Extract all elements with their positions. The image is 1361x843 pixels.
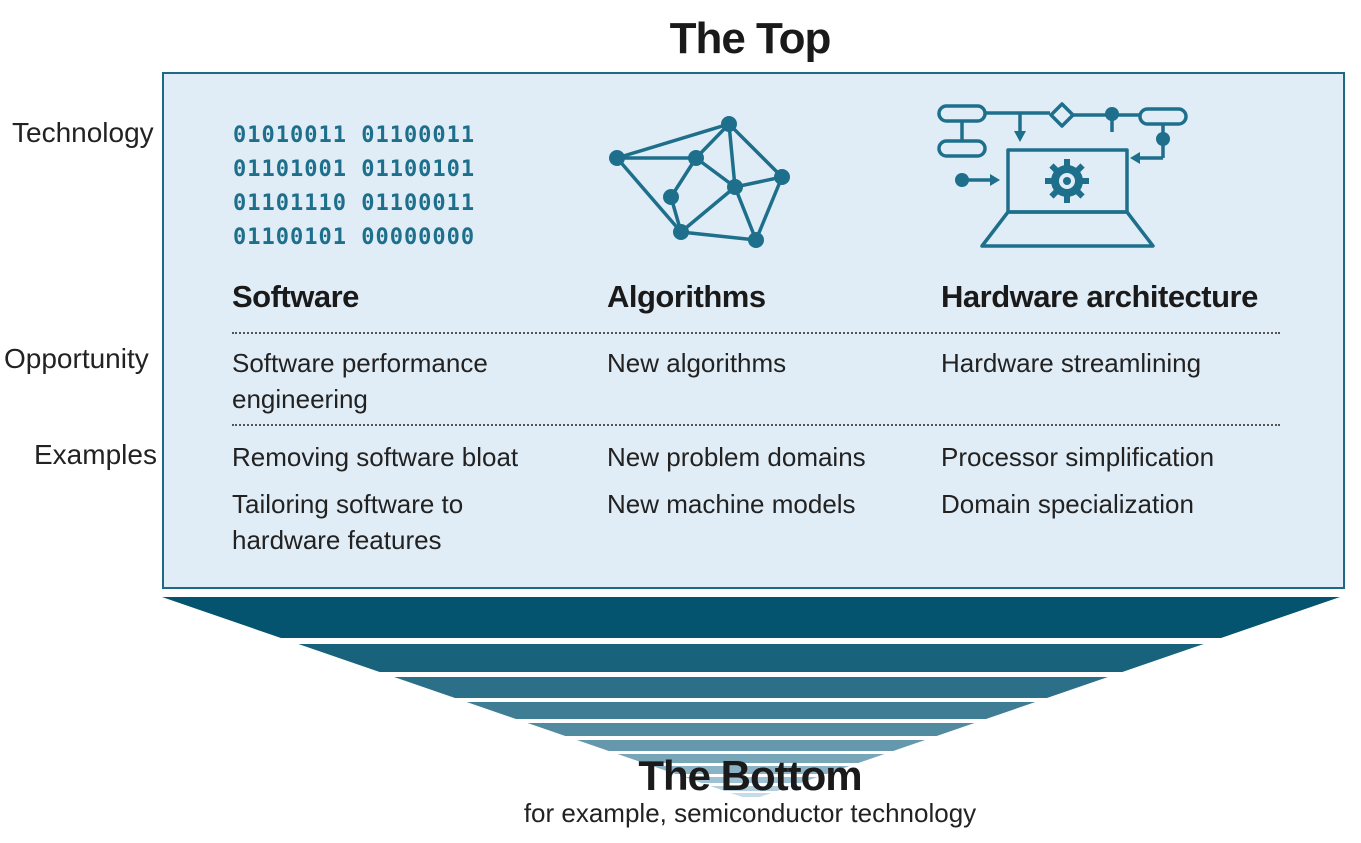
opportunity-algorithms: New algorithms (607, 345, 786, 381)
opportunity-hardware: Hardware streamlining (941, 345, 1201, 381)
binary-code-block: 01010011 01100011 01101001 01100101 0110… (233, 119, 475, 255)
row-label-technology: Technology (12, 117, 154, 148)
cell-line: hardware features (232, 525, 442, 555)
examples-software: Removing software bloat Tailoring softwa… (232, 439, 518, 558)
binary-line: 01101001 01100101 (233, 157, 476, 182)
binary-line: 01100101 00000000 (233, 225, 476, 250)
funnel-layer (527, 723, 975, 736)
dotted-separator (232, 332, 1280, 334)
funnel-layer (162, 597, 1340, 638)
cell-line: Software performance (232, 348, 488, 378)
cell-line: New machine models (607, 489, 856, 519)
funnel-layer (466, 702, 1036, 719)
funnel-layer (684, 777, 818, 783)
bottom-subtitle: for example, semiconductor technology (523, 798, 977, 828)
binary-line: 01010011 01100011 (233, 123, 476, 148)
cell-line: Hardware streamlining (941, 348, 1202, 378)
opportunity-software: Software performance engineering (232, 345, 488, 417)
funnel-layer (730, 793, 772, 797)
top-title: The Top (669, 14, 832, 63)
bottom-title: The Bottom (638, 752, 862, 799)
funnel-layer (710, 786, 792, 791)
funnel-layer (298, 644, 1204, 672)
cell-line: Tailoring software to (232, 489, 464, 519)
dotted-separator (232, 424, 1280, 426)
examples-hardware: Processor simplification Domain speciali… (941, 439, 1214, 522)
cell-line: Domain specialization (941, 489, 1194, 519)
examples-algorithms: New problem domains New machine models (607, 439, 866, 522)
funnel-layer (617, 754, 885, 763)
column-heading-hardware-architecture: Hardware architecture (941, 279, 1258, 314)
binary-line: 01101110 01100011 (233, 191, 476, 216)
funnel-layer (394, 677, 1108, 698)
funnel-layer (652, 766, 850, 774)
row-label-opportunity: Opportunity (4, 343, 149, 374)
cell-line: Removing software bloat (232, 442, 519, 472)
cell-line: New algorithms (607, 348, 787, 378)
funnel-layer (576, 740, 926, 751)
network-graph-icon (609, 116, 790, 248)
column-heading-software: Software (232, 279, 359, 314)
cell-line: engineering (232, 384, 368, 414)
laptop-gear-flowchart-icon (937, 102, 1188, 248)
row-label-examples: Examples (34, 439, 157, 470)
cell-line: Processor simplification (941, 442, 1215, 472)
column-heading-algorithms: Algorithms (607, 279, 766, 314)
cell-line: New problem domains (607, 442, 866, 472)
